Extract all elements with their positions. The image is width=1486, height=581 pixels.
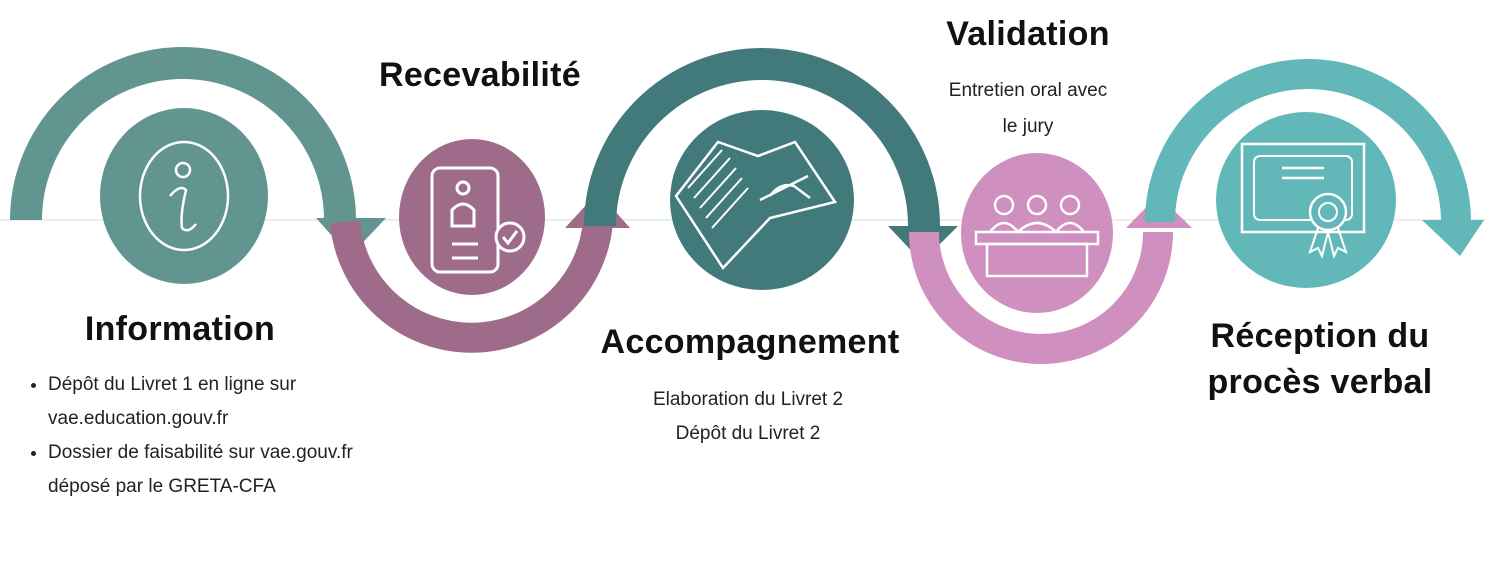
arc-recevabilite — [330, 220, 613, 353]
arc-validation — [909, 231, 1173, 364]
arc-information — [10, 47, 356, 221]
bullet-item: Dossier de faisabilité sur vae.gouv.fr d… — [48, 436, 358, 504]
information-bullets: Dépôt du Livret 1 en ligne sur vae.educa… — [28, 368, 358, 504]
jury-icon — [961, 153, 1113, 313]
arc-reception — [1145, 59, 1471, 223]
info-icon — [100, 108, 268, 284]
step-title-reception-line2: procès verbal — [1207, 363, 1433, 401]
arrow-down-reception — [1422, 220, 1484, 256]
step-title-validation: Validation — [946, 15, 1110, 53]
bullet-item: Dépôt du Livret 1 en ligne sur vae.educa… — [48, 368, 358, 436]
step-title-recevabilite: Recevabilité — [378, 56, 582, 94]
accompagnement-line: Dépôt du Livret 2 — [675, 423, 821, 444]
accompagnement-line: Elaboration du Livret 2 — [652, 389, 844, 410]
step-title-information: Information — [84, 310, 276, 348]
validation-line: le jury — [1002, 116, 1054, 137]
certificate-icon — [1216, 112, 1396, 288]
validation-line: Entretien oral avec — [948, 80, 1108, 101]
writing-book-icon — [670, 110, 854, 290]
step-title-accompagnement: Accompagnement — [600, 323, 900, 361]
id-document-check-icon — [399, 139, 545, 295]
step-title-reception-line1: Réception du — [1210, 317, 1430, 355]
arc-accompagnement — [584, 48, 940, 227]
